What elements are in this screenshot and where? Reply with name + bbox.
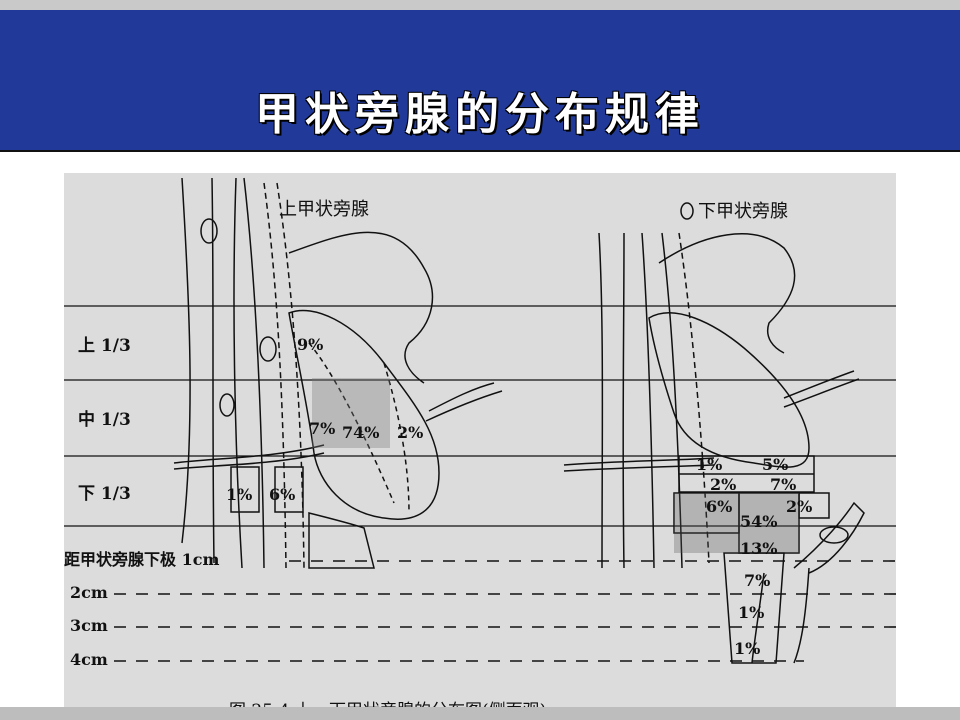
lower-gland-drawing xyxy=(563,232,865,664)
upper-pct-middle-posterior: 7% xyxy=(309,419,335,438)
lower-pct-row3-left: 6% xyxy=(706,497,732,516)
lower-pct-1cm: 13% xyxy=(740,539,777,558)
upper-pct-lower-left: 1% xyxy=(226,485,252,504)
lower-gland-title: 下甲状旁腺 xyxy=(698,201,788,222)
upper-pct-middle-main: 74% xyxy=(342,423,379,442)
upper-pct-upper-third: 9% xyxy=(297,335,323,354)
lower-pct-row1-right: 5% xyxy=(762,455,788,474)
lower-shading xyxy=(674,493,799,553)
lower-pct-3cm: 1% xyxy=(738,603,764,622)
distance-label-1cm: 距甲状旁腺下极 1cm xyxy=(64,550,219,569)
slide-title: 甲状旁腺的分布规律 xyxy=(255,89,705,140)
parathyroid-distribution-figure: 上甲状旁腺 下甲状旁腺 上 1/3 中 1/3 下 1/3 距甲状旁腺下极 1c… xyxy=(64,173,896,720)
zone-lines xyxy=(64,305,896,527)
anatomy-diagram: 上甲状旁腺 下甲状旁腺 上 1/3 中 1/3 下 1/3 距甲状旁腺下极 1c… xyxy=(64,177,896,720)
upper-pct-lower-right: 6% xyxy=(269,485,295,504)
upper-stipple xyxy=(312,378,390,448)
lower-pct-main: 54% xyxy=(740,512,777,531)
distance-label-2cm: 2cm xyxy=(70,583,108,602)
lower-pct-row3-right: 2% xyxy=(786,497,812,516)
lower-pct-4cm: 1% xyxy=(734,639,760,658)
lower-pct-row1-left: 1% xyxy=(696,455,722,474)
distance-label-4cm: 4cm xyxy=(70,650,108,669)
lower-pct-2cm: 7% xyxy=(744,571,770,590)
top-strip xyxy=(0,0,960,10)
bottom-strip xyxy=(0,707,960,720)
title-banner: 甲状旁腺的分布规律 xyxy=(0,10,960,152)
lower-gland-marker-icon xyxy=(680,202,694,220)
lower-pct-row2-left: 2% xyxy=(710,475,736,494)
upper-gland-title: 上甲状旁腺 xyxy=(279,199,369,220)
zone-label-upper: 上 1/3 xyxy=(78,336,131,356)
upper-pct-middle-anterior: 2% xyxy=(397,423,423,442)
distance-lines xyxy=(114,560,896,662)
upper-gland-drawing xyxy=(173,177,503,569)
distance-label-3cm: 3cm xyxy=(70,616,108,635)
zone-label-lower: 下 1/3 xyxy=(78,484,131,504)
zone-label-middle: 中 1/3 xyxy=(78,409,131,430)
lower-pct-row2-right: 7% xyxy=(770,475,796,494)
